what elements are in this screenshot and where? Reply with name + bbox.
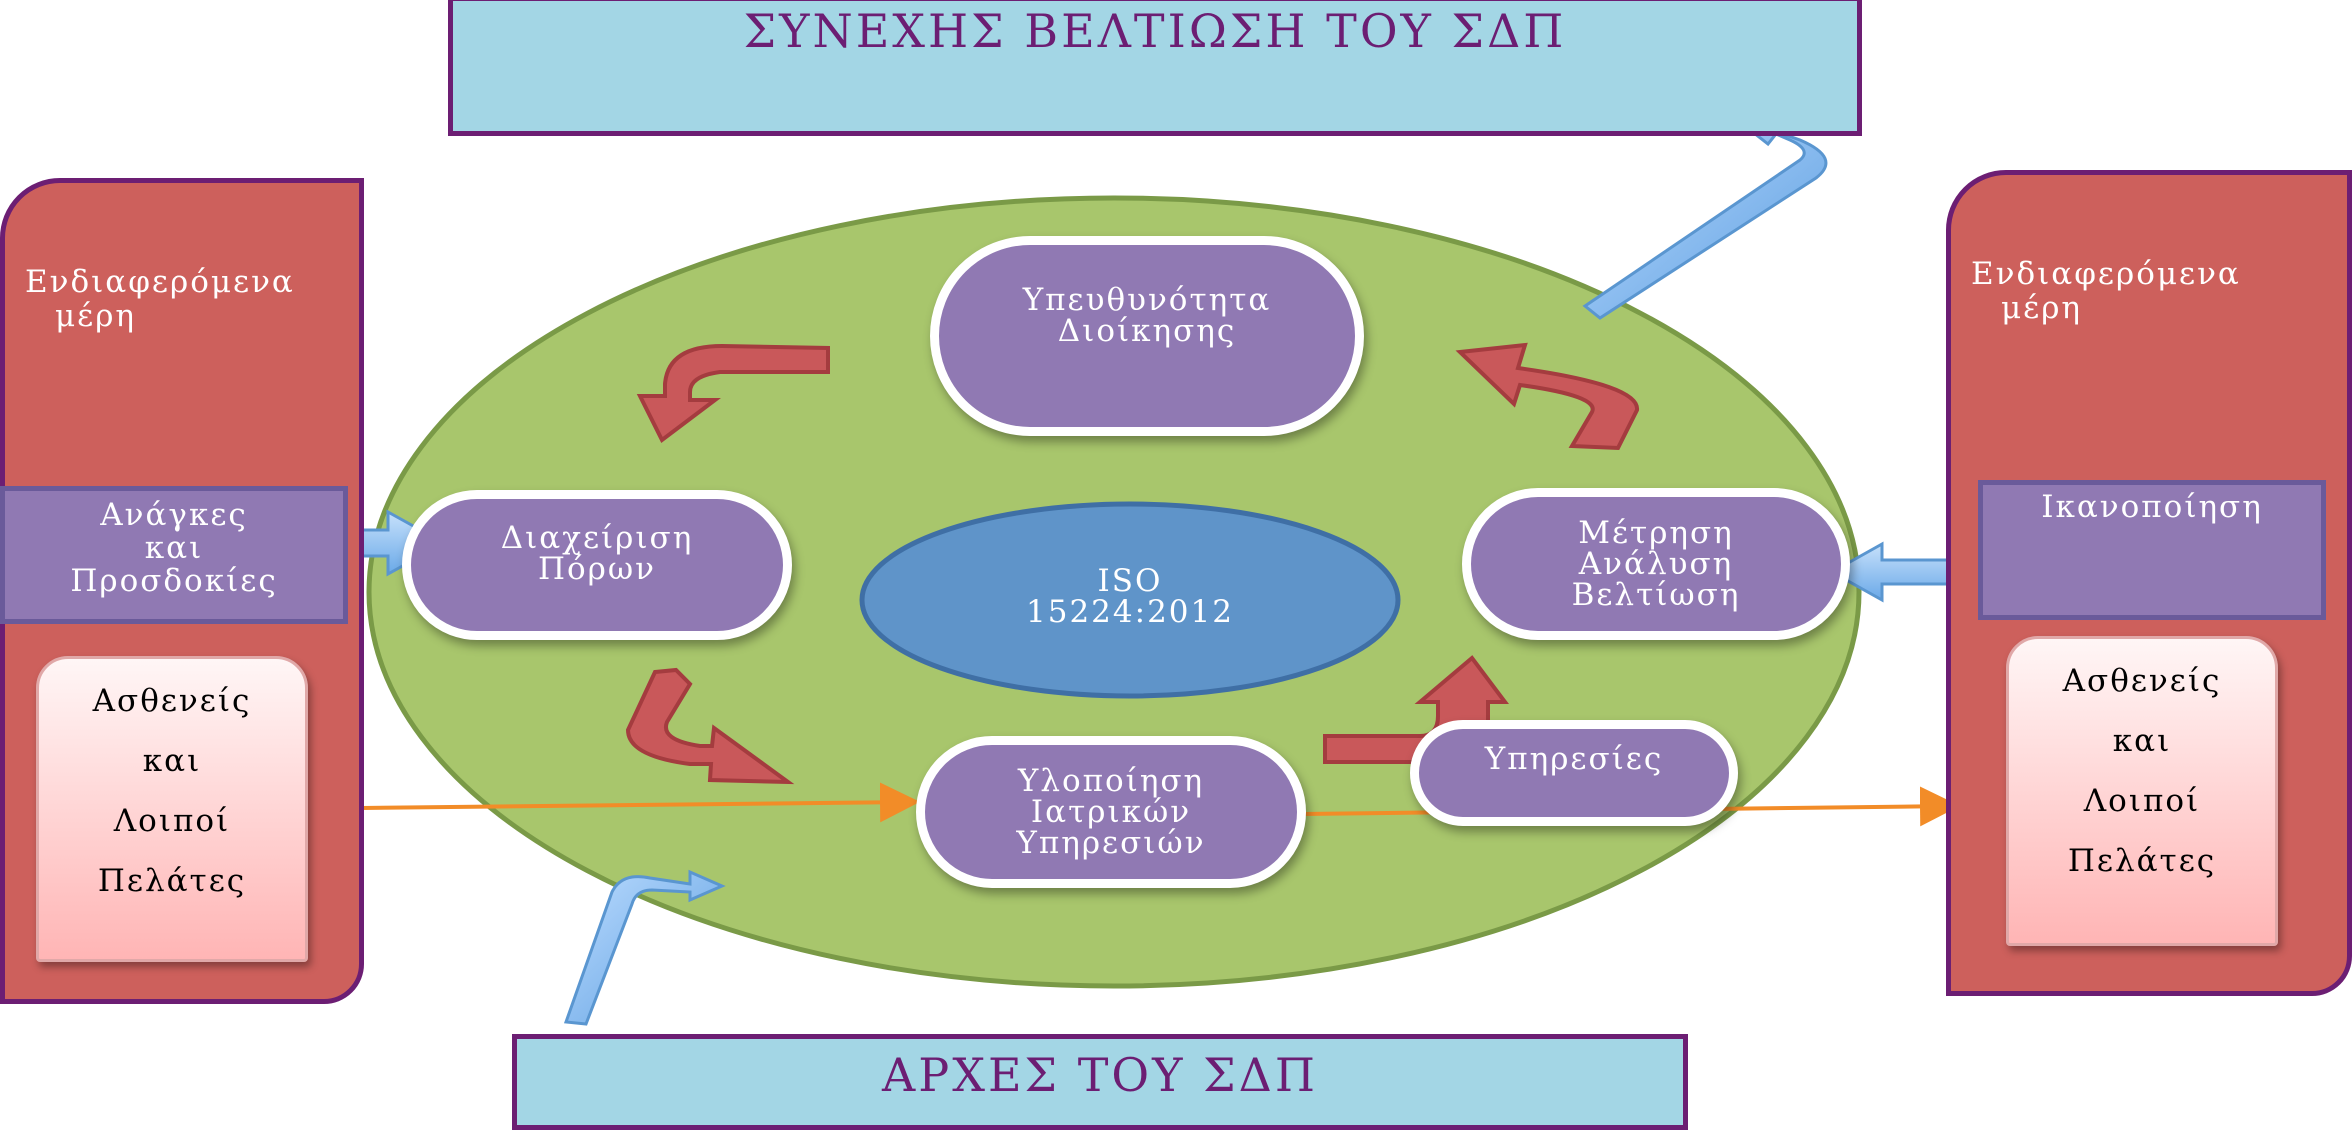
node-services: Υπηρεσίες <box>1410 720 1738 826</box>
right-panel-title-line2: μέρη <box>2001 290 2083 326</box>
resources-line2: Πόρων <box>537 551 657 587</box>
left-card-line4: Πελάτες <box>97 863 247 899</box>
left-panel-title-line2: μέρη <box>55 298 137 334</box>
services-label: Υπηρεσίες <box>1484 740 1664 777</box>
needs-label: Ανάγκες και Προσδοκίες <box>0 486 348 624</box>
iso-label-line2: 15224:2012 <box>1026 594 1234 630</box>
resources-line1: Διαχείριση <box>500 520 694 556</box>
node-measurement-analysis: Μέτρηση Ανάλυση Βελτίωση <box>1462 488 1850 640</box>
flow-line-left <box>361 782 920 823</box>
right-panel-title-line1: Ενδιαφερόμενα <box>1971 256 2241 292</box>
right-customers-card: Ασθενείς και Λοιποί Πελάτες <box>2006 636 2278 946</box>
satisfaction-label-text: Ικανοποίηση <box>2041 489 2263 525</box>
right-card-line4: Πελάτες <box>2067 843 2217 879</box>
iso-label: ISO 15224:2012 <box>862 566 1398 628</box>
left-panel-title-line1: Ενδιαφερόμενα <box>25 264 295 300</box>
needs-label-line2: και <box>144 530 204 566</box>
cycle-arrow-top-left <box>636 343 830 444</box>
iso-label-line1: ISO <box>1097 563 1163 599</box>
node-resource-management: Διαχείριση Πόρων <box>402 490 792 640</box>
left-card-line2: και <box>142 743 202 779</box>
right-panel-title: Ενδιαφερόμενα μέρη <box>1971 257 2241 325</box>
satisfaction-label: Ικανοποίηση <box>1978 480 2326 620</box>
implementation-line1: Υλοποίηση <box>1017 762 1205 799</box>
left-customers-card: Ασθενείς και Λοιποί Πελάτες <box>36 656 308 962</box>
bottom-banner-title: ΑΡΧΕΣ ΤΟΥ ΣΔΠ <box>882 1048 1318 1102</box>
measurement-line2: Ανάλυση <box>1578 545 1734 582</box>
principles-arrow <box>563 869 726 1026</box>
right-card-line2: και <box>2112 723 2172 759</box>
implementation-line3: Υπηρεσιών <box>1016 824 1206 861</box>
right-card-line1: Ασθενείς <box>2062 663 2222 699</box>
left-card-line3: Λοιποί <box>113 803 231 839</box>
right-card-line3: Λοιποί <box>2083 783 2201 819</box>
needs-label-line3: Προσδοκίες <box>70 563 278 599</box>
node-medical-services-implementation: Υλοποίηση Ιατρικών Υπηρεσιών <box>916 736 1306 888</box>
cycle-arrow-top-right <box>1455 342 1639 451</box>
implementation-line2: Ιατρικών <box>1030 793 1192 830</box>
left-card-line1: Ασθενείς <box>92 683 252 719</box>
needs-label-line1: Ανάγκες <box>100 497 248 533</box>
management-line1: Υπευθυνότητα <box>1022 282 1272 318</box>
top-banner-title: ΣΥΝΕΧΗΣ ΒΕΛΤΙΩΣΗ ΤΟΥ ΣΔΠ <box>743 4 1567 58</box>
measurement-line1: Μέτρηση <box>1578 514 1734 551</box>
top-banner: ΣΥΝΕΧΗΣ ΒΕΛΤΙΩΣΗ ΤΟΥ ΣΔΠ <box>448 0 1862 136</box>
improvement-arrow <box>1582 113 1828 320</box>
measurement-line3: Βελτίωση <box>1571 576 1741 613</box>
cycle-arrow-bottom-left <box>625 667 795 785</box>
management-line2: Διοίκησης <box>1057 313 1237 349</box>
node-management-responsibility: Υπευθυνότητα Διοίκησης <box>930 236 1364 436</box>
left-panel-title: Ενδιαφερόμενα μέρη <box>25 265 295 333</box>
bottom-banner: ΑΡΧΕΣ ΤΟΥ ΣΔΠ <box>512 1034 1688 1130</box>
